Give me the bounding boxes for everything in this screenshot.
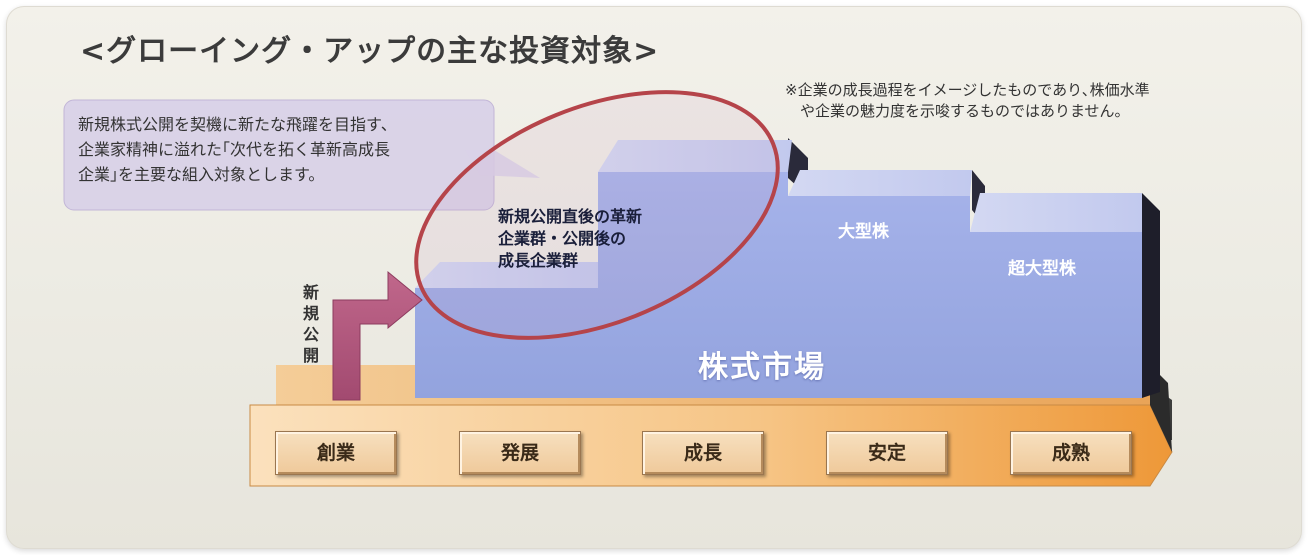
stock-market-block bbox=[415, 138, 1160, 398]
disclaimer-note: ※企業の成長過程をイメージしたものであり､株価水準 や企業の魅力度を示唆するもの… bbox=[785, 81, 1150, 120]
page-title: <グローイング・アップの主な投資対象> bbox=[80, 34, 660, 69]
ipo-group-label: 新規公開直後の革新 企業群・公開後の 成長企業群 bbox=[498, 207, 643, 270]
callout-text: 新規株式公開を契機に新たな飛躍を目指す、 企業家精神に溢れた｢次代を拓く革新高成… bbox=[78, 115, 397, 184]
stage-founding: 創業 bbox=[275, 431, 397, 475]
large-cap-label: 大型株 bbox=[838, 222, 889, 242]
highlight-ellipse bbox=[414, 90, 780, 340]
stage-growth: 成長 bbox=[642, 431, 764, 475]
new-listing-arrow bbox=[332, 270, 423, 401]
new-listing-label: 新 規 公 開 bbox=[302, 283, 319, 365]
stage-development: 発展 bbox=[459, 431, 581, 475]
stock-market-label: 株式市場 bbox=[698, 350, 826, 385]
stage-mature: 成熟 bbox=[1010, 431, 1132, 475]
callout-box bbox=[63, 99, 540, 211]
stage-stable: 安定 bbox=[826, 431, 948, 475]
mega-cap-label: 超大型株 bbox=[1008, 259, 1076, 279]
